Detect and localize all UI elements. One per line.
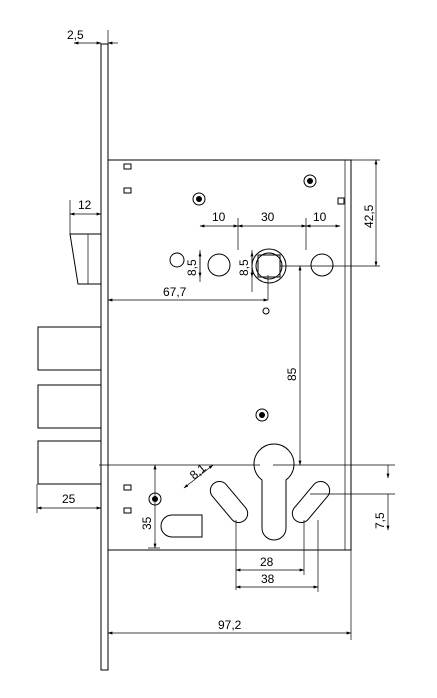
label-hole-height-right: 8,5: [237, 259, 251, 276]
rivet-top-left: [192, 192, 206, 206]
latch-bolt: [69, 233, 102, 285]
deadbolt-block-2: [37, 384, 102, 429]
label-latch-width: 12: [78, 198, 92, 212]
label-faceplate-thickness: 2,5: [67, 28, 84, 42]
handle-hole-right: [310, 253, 334, 277]
label-cylinder-offset: 7,5: [373, 512, 387, 529]
mark-4: [123, 507, 132, 514]
rivet-top-right: [303, 174, 317, 188]
label-hole-spacing-left: 10: [212, 210, 226, 224]
cylinder-profile: [253, 443, 295, 541]
label-slot-width: 8,1: [187, 461, 209, 483]
handle-hole-left: [207, 253, 231, 277]
mark-2: [123, 187, 132, 194]
label-top-offset: 42,5: [362, 204, 376, 228]
pin-hole: [169, 252, 185, 268]
label-backset: 67,7: [163, 285, 187, 299]
label-bolt-projection: 25: [62, 492, 76, 506]
dim-line-8-1: [183, 464, 214, 489]
label-slot-spacing-outer: 38: [261, 572, 275, 586]
label-hole-height-left: 8,5: [185, 259, 199, 276]
mark-3: [123, 484, 132, 491]
rivet-middle: [255, 408, 269, 422]
label-total-width: 97,2: [218, 618, 242, 632]
small-hole: [262, 307, 270, 315]
angled-slot-right: [291, 481, 331, 523]
label-center-distance: 85: [285, 367, 299, 381]
deadbolt-block-3: [37, 440, 102, 485]
lower-bolt: [160, 514, 203, 538]
mark-5: [337, 197, 345, 205]
lock-body: [107, 159, 352, 551]
label-hole-spacing-mid: 30: [261, 210, 275, 224]
label-hole-spacing-right: 10: [313, 210, 327, 224]
label-lower-hole-offset: 35: [140, 516, 154, 530]
deadbolt-block-1: [37, 326, 102, 371]
label-slot-spacing-inner: 28: [260, 555, 274, 569]
angled-slot-left: [209, 481, 249, 523]
faceplate: [100, 43, 109, 671]
mark-1: [123, 163, 132, 170]
